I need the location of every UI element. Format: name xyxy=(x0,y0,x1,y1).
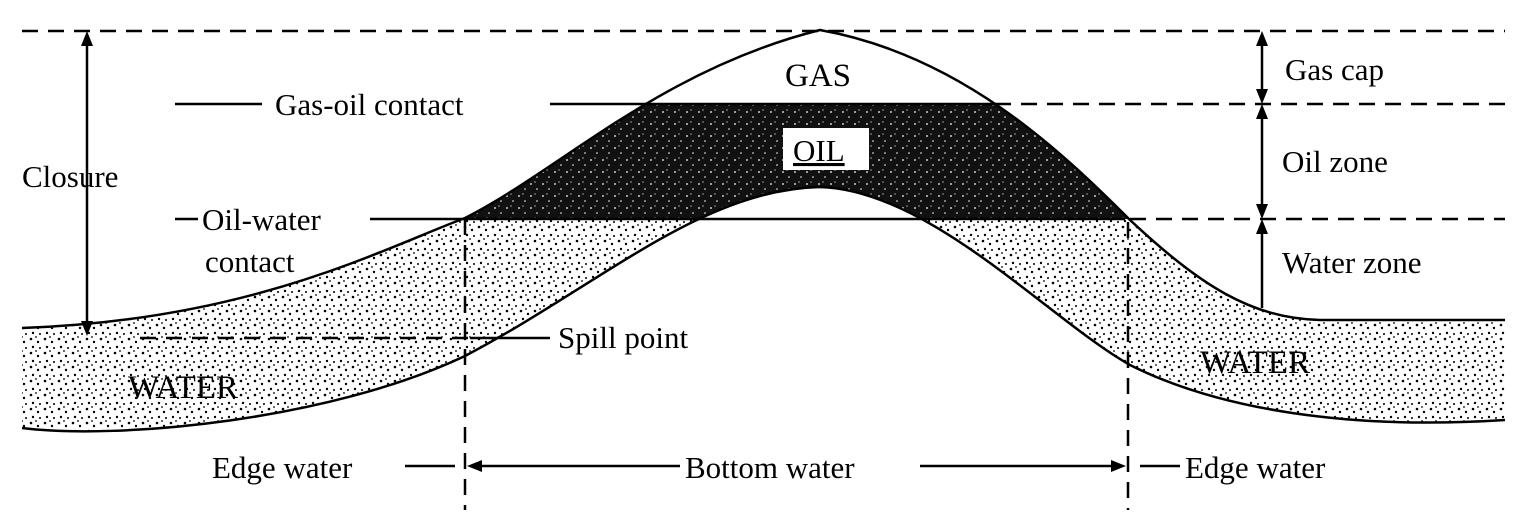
closure-label: Closure xyxy=(22,159,118,194)
bottom-water-arrow xyxy=(467,460,1126,472)
gas-oil-contact-label: Gas-oil contact xyxy=(275,87,464,122)
gas-label: GAS xyxy=(785,58,851,94)
gas-cap-label: Gas cap xyxy=(1285,52,1384,87)
oil-label-box xyxy=(783,128,869,170)
bottom-water-label: Bottom water xyxy=(685,450,855,485)
spill-point-label: Spill point xyxy=(558,320,688,355)
water-zone-arrow xyxy=(1256,219,1268,308)
oil-label: OIL xyxy=(793,133,845,168)
water-sand-area xyxy=(22,219,1505,432)
gas-cap-arrow xyxy=(1256,31,1268,104)
water-left-label: WATER xyxy=(128,370,238,406)
oil-zone-label: Oil zone xyxy=(1282,144,1388,179)
water-zone-label: Water zone xyxy=(1282,245,1422,280)
water-right-label: WATER xyxy=(1200,345,1310,381)
oil-water-contact-label-1: Oil-water xyxy=(202,202,321,237)
oil-zone-arrow xyxy=(1256,104,1268,219)
closure-arrow xyxy=(81,31,93,336)
edge-water-right-label: Edge water xyxy=(1185,450,1326,485)
edge-water-left-label: Edge water xyxy=(212,450,353,485)
reservoir-bottom-boundary xyxy=(21,185,1506,433)
oil-water-contact-label-2: contact xyxy=(205,244,295,279)
reservoir-top-boundary xyxy=(21,28,1505,330)
